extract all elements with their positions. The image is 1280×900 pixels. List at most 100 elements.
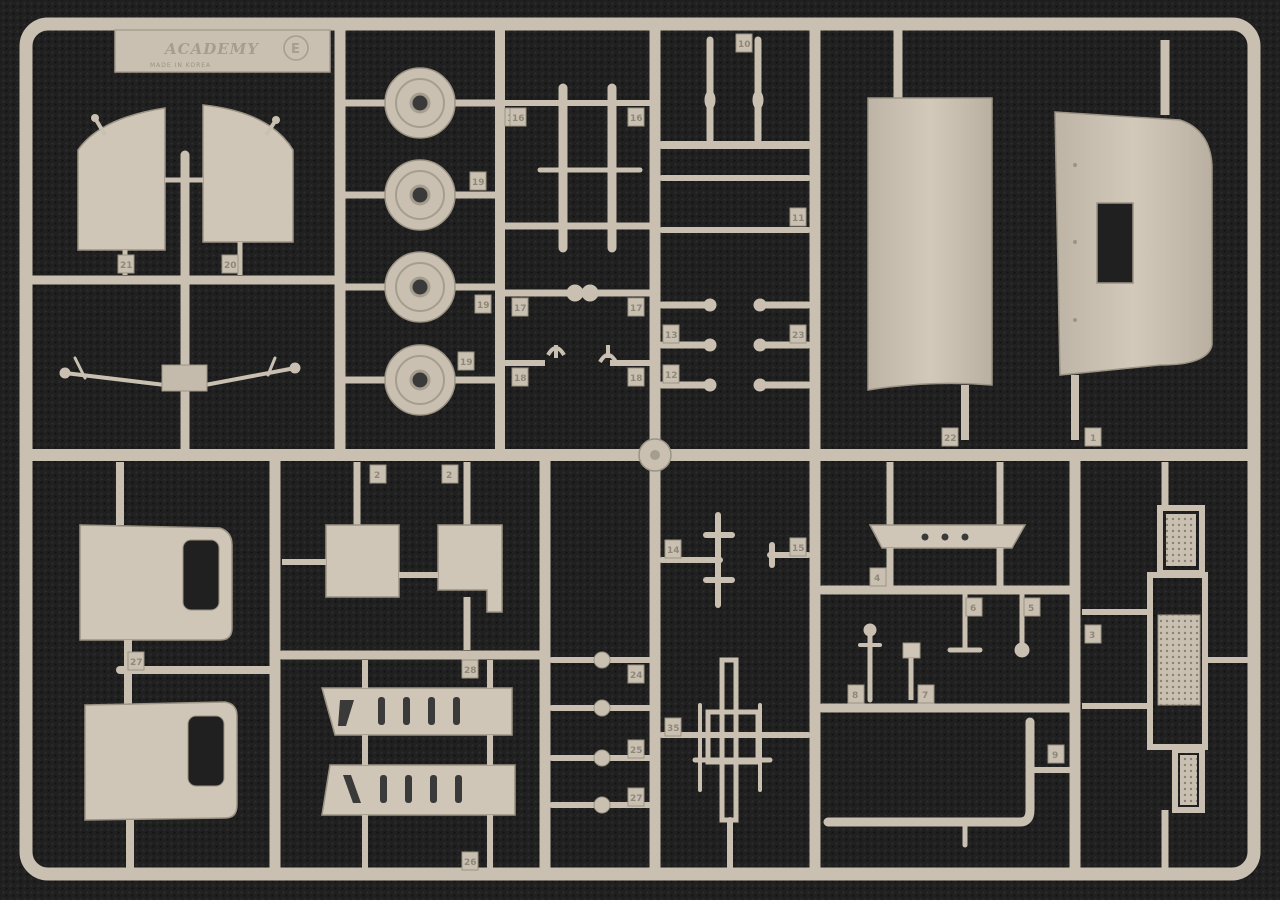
svg-text:35: 35	[667, 724, 680, 734]
tag-5: 5	[1023, 597, 1041, 617]
lamp-parts	[947, 592, 1030, 658]
wheel-1	[345, 67, 500, 139]
svg-text:16: 16	[630, 114, 643, 124]
frame-letter: E	[291, 42, 300, 57]
tag-8: 8	[847, 684, 865, 704]
tag-13: 13	[662, 324, 680, 344]
hook-parts-18	[505, 345, 650, 366]
cab-side-lower	[84, 640, 238, 870]
tag-27-side: 27	[127, 651, 145, 671]
tag-27: 27	[627, 787, 645, 807]
svg-text:11: 11	[792, 214, 805, 224]
tag-7: 7	[917, 684, 935, 704]
tag-23: 23	[789, 324, 807, 344]
tag-19c: 19	[474, 294, 492, 314]
svg-text:13: 13	[665, 331, 678, 341]
cab-side-upper	[79, 462, 233, 641]
tag-35: 35	[664, 717, 682, 737]
wheel-3	[345, 251, 500, 323]
svg-text:27: 27	[630, 794, 643, 804]
svg-text:28: 28	[464, 666, 477, 676]
tag-19d: 19	[457, 351, 475, 371]
tag-15: 15	[789, 537, 807, 557]
tag-26: 26	[461, 851, 479, 871]
svg-text:14: 14	[667, 546, 680, 556]
svg-text:5: 5	[1028, 604, 1034, 614]
brand-subtitle: MADE IN KOREA	[150, 62, 211, 69]
svg-text:15: 15	[792, 544, 805, 554]
cab-door-right	[185, 104, 294, 275]
svg-text:21: 21	[120, 261, 133, 271]
svg-text:6: 6	[970, 604, 976, 614]
tag-6: 6	[965, 597, 983, 617]
tag-25: 25	[627, 739, 645, 759]
tag-14: 14	[664, 539, 682, 559]
tag-22: 22	[941, 427, 959, 447]
tag-28: 28	[461, 659, 479, 679]
brand-name: ACADEMY	[163, 40, 259, 58]
tag-24: 24	[627, 664, 645, 684]
body-panel-left	[867, 30, 993, 440]
pin-parts	[658, 36, 812, 392]
tag-16a: 16	[509, 107, 527, 127]
svg-text:24: 24	[630, 671, 643, 681]
axle-part-35	[659, 657, 811, 873]
svg-text:2: 2	[446, 471, 452, 481]
cab-door-left	[77, 107, 185, 275]
svg-text:17: 17	[630, 304, 643, 314]
tag-17a: 17	[511, 297, 529, 317]
svg-text:22: 22	[944, 434, 957, 444]
svg-text:18: 18	[630, 374, 643, 384]
tag-20: 20	[221, 254, 239, 274]
disc-parts	[549, 651, 653, 814]
svg-text:9: 9	[1052, 751, 1058, 761]
wheel-parts	[345, 67, 500, 416]
wiper-arms-part	[59, 356, 301, 392]
tag-12: 12	[662, 364, 680, 384]
tag-18a: 18	[511, 367, 529, 387]
svg-text:19: 19	[472, 178, 485, 188]
brand-plate: ACADEMY MADE IN KOREA E	[114, 29, 331, 73]
cross-part-14	[659, 512, 735, 608]
svg-text:20: 20	[224, 261, 237, 271]
svg-text:27: 27	[130, 658, 143, 668]
tag-17b: 17	[627, 297, 645, 317]
svg-text:18: 18	[514, 374, 527, 384]
step-part-3	[1082, 462, 1254, 870]
svg-text:19: 19	[477, 301, 490, 311]
wheel-2	[345, 159, 500, 231]
tag-21: 21	[117, 254, 135, 274]
grille-part-lower	[321, 735, 516, 870]
tag-10: 10	[735, 33, 753, 53]
svg-text:17: 17	[514, 304, 527, 314]
svg-text:16: 16	[512, 114, 525, 124]
tag-9: 9	[1047, 744, 1065, 764]
tag-3: 3	[1084, 624, 1102, 644]
wheel-4	[345, 344, 500, 416]
bumper-part-4	[868, 462, 1027, 590]
svg-text:7: 7	[922, 691, 928, 701]
tag-2b: 2	[441, 464, 459, 484]
sprue-frame	[19, 17, 1261, 881]
block-part-2	[282, 462, 503, 650]
svg-text:2: 2	[374, 471, 380, 481]
tag-1: 1	[1084, 427, 1102, 447]
svg-text:25: 25	[630, 746, 643, 756]
tag-2a: 2	[369, 464, 387, 484]
svg-text:26: 26	[464, 858, 477, 868]
rod-part-17	[501, 284, 654, 302]
svg-text:8: 8	[852, 691, 858, 701]
tag-19b: 19	[469, 171, 487, 191]
svg-text:3: 3	[1089, 631, 1095, 641]
body-panel-right	[1054, 40, 1213, 440]
svg-text:12: 12	[665, 371, 678, 381]
grille-part-upper	[321, 660, 513, 736]
svg-text:19: 19	[460, 358, 473, 368]
tag-4: 4	[869, 567, 887, 587]
sprue-hub	[638, 438, 672, 472]
svg-text:10: 10	[738, 40, 751, 50]
svg-text:1: 1	[1090, 434, 1096, 444]
lever-part-8	[858, 623, 882, 703]
